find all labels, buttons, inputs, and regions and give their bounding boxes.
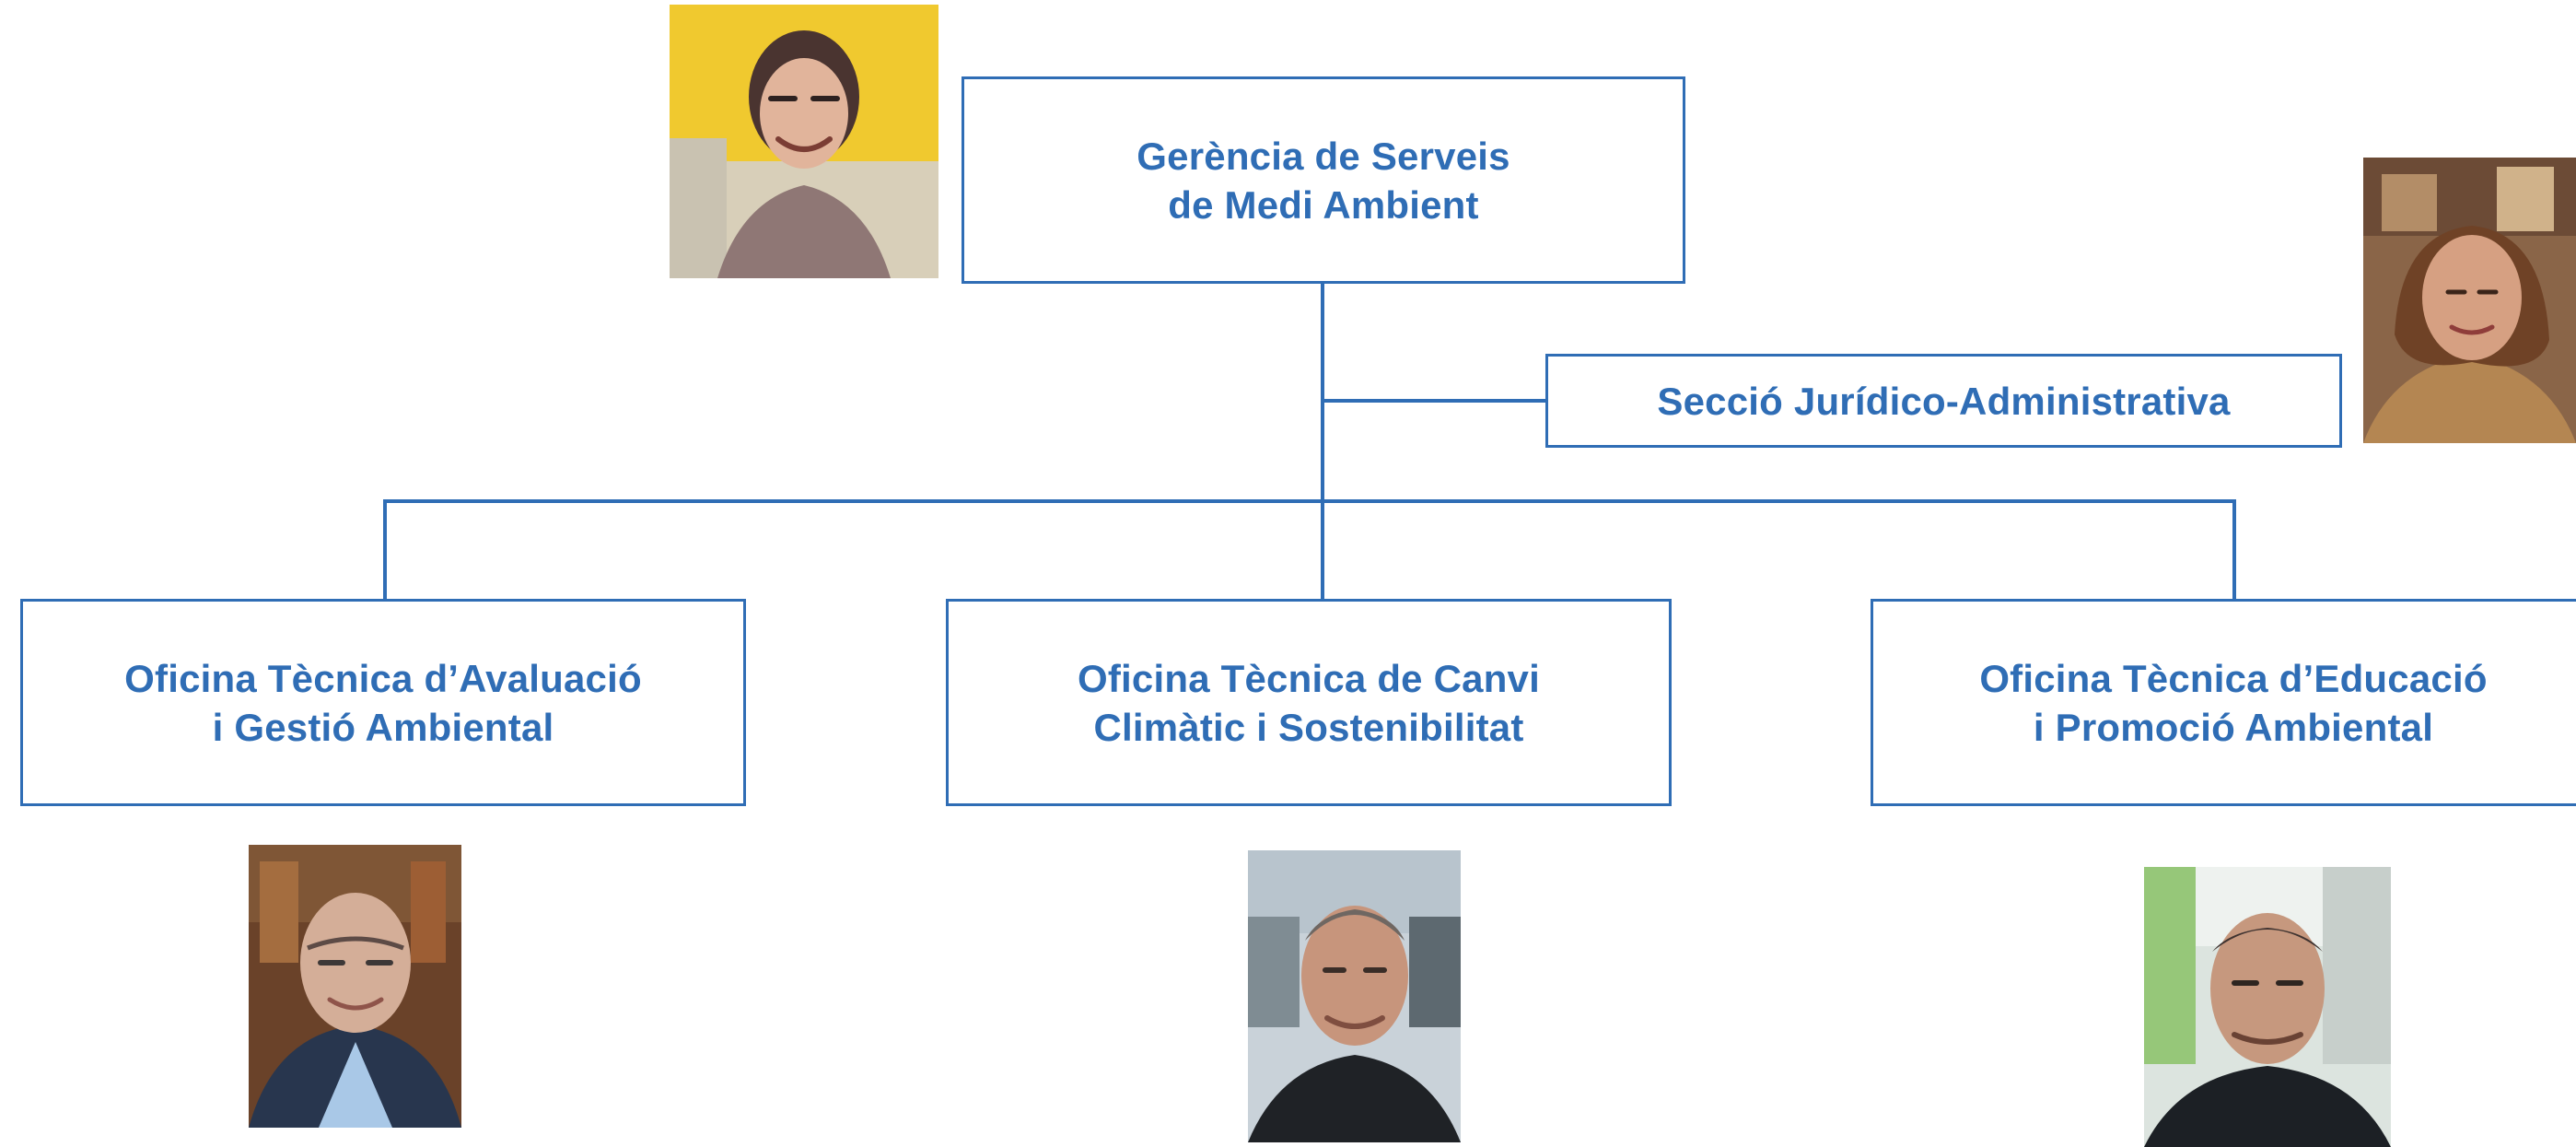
root-unit-title-line-2: de Medi Ambient (1168, 182, 1479, 227)
office-evaluation-title-line-1: Oficina Tècnica d’Avaluació (124, 656, 642, 700)
root-manager-photo (670, 5, 938, 278)
connector-staff-branch (1323, 399, 1547, 403)
office-climate-title-line-2: Climàtic i Sostenibilitat (1093, 705, 1524, 749)
office-education-manager-photo (2144, 867, 2391, 1147)
office-climate-title-line-1: Oficina Tècnica de Canvi (1078, 656, 1540, 700)
office-climate-manager-photo (1248, 850, 1461, 1142)
office-evaluation-manager-photo (249, 845, 461, 1128)
office-evaluation-title-line-2: i Gestió Ambiental (212, 705, 554, 749)
connector-office-bus (383, 499, 2236, 503)
office-box-evaluation: Oficina Tècnica d’Avaluació i Gestió Amb… (20, 599, 746, 806)
connector-office-1 (383, 499, 387, 602)
staff-unit-title: Secció Jurídico-Administrativa (1657, 379, 2231, 423)
office-education-title-line-1: Oficina Tècnica d’Educació (1979, 656, 2488, 700)
connector-office-3 (2232, 499, 2236, 602)
office-education-title-line-2: i Promoció Ambiental (2033, 705, 2434, 749)
root-unit-title-line-1: Gerència de Serveis (1136, 134, 1510, 178)
root-unit-box: Gerència de Serveis de Medi Ambient (962, 76, 1685, 284)
office-box-education: Oficina Tècnica d’Educació i Promoció Am… (1871, 599, 2576, 806)
staff-unit-box: Secció Jurídico-Administrativa (1545, 354, 2342, 448)
connector-root-trunk (1321, 281, 1324, 602)
office-box-climate: Oficina Tècnica de Canvi Climàtic i Sost… (946, 599, 1672, 806)
staff-unit-manager-photo (2363, 158, 2576, 443)
